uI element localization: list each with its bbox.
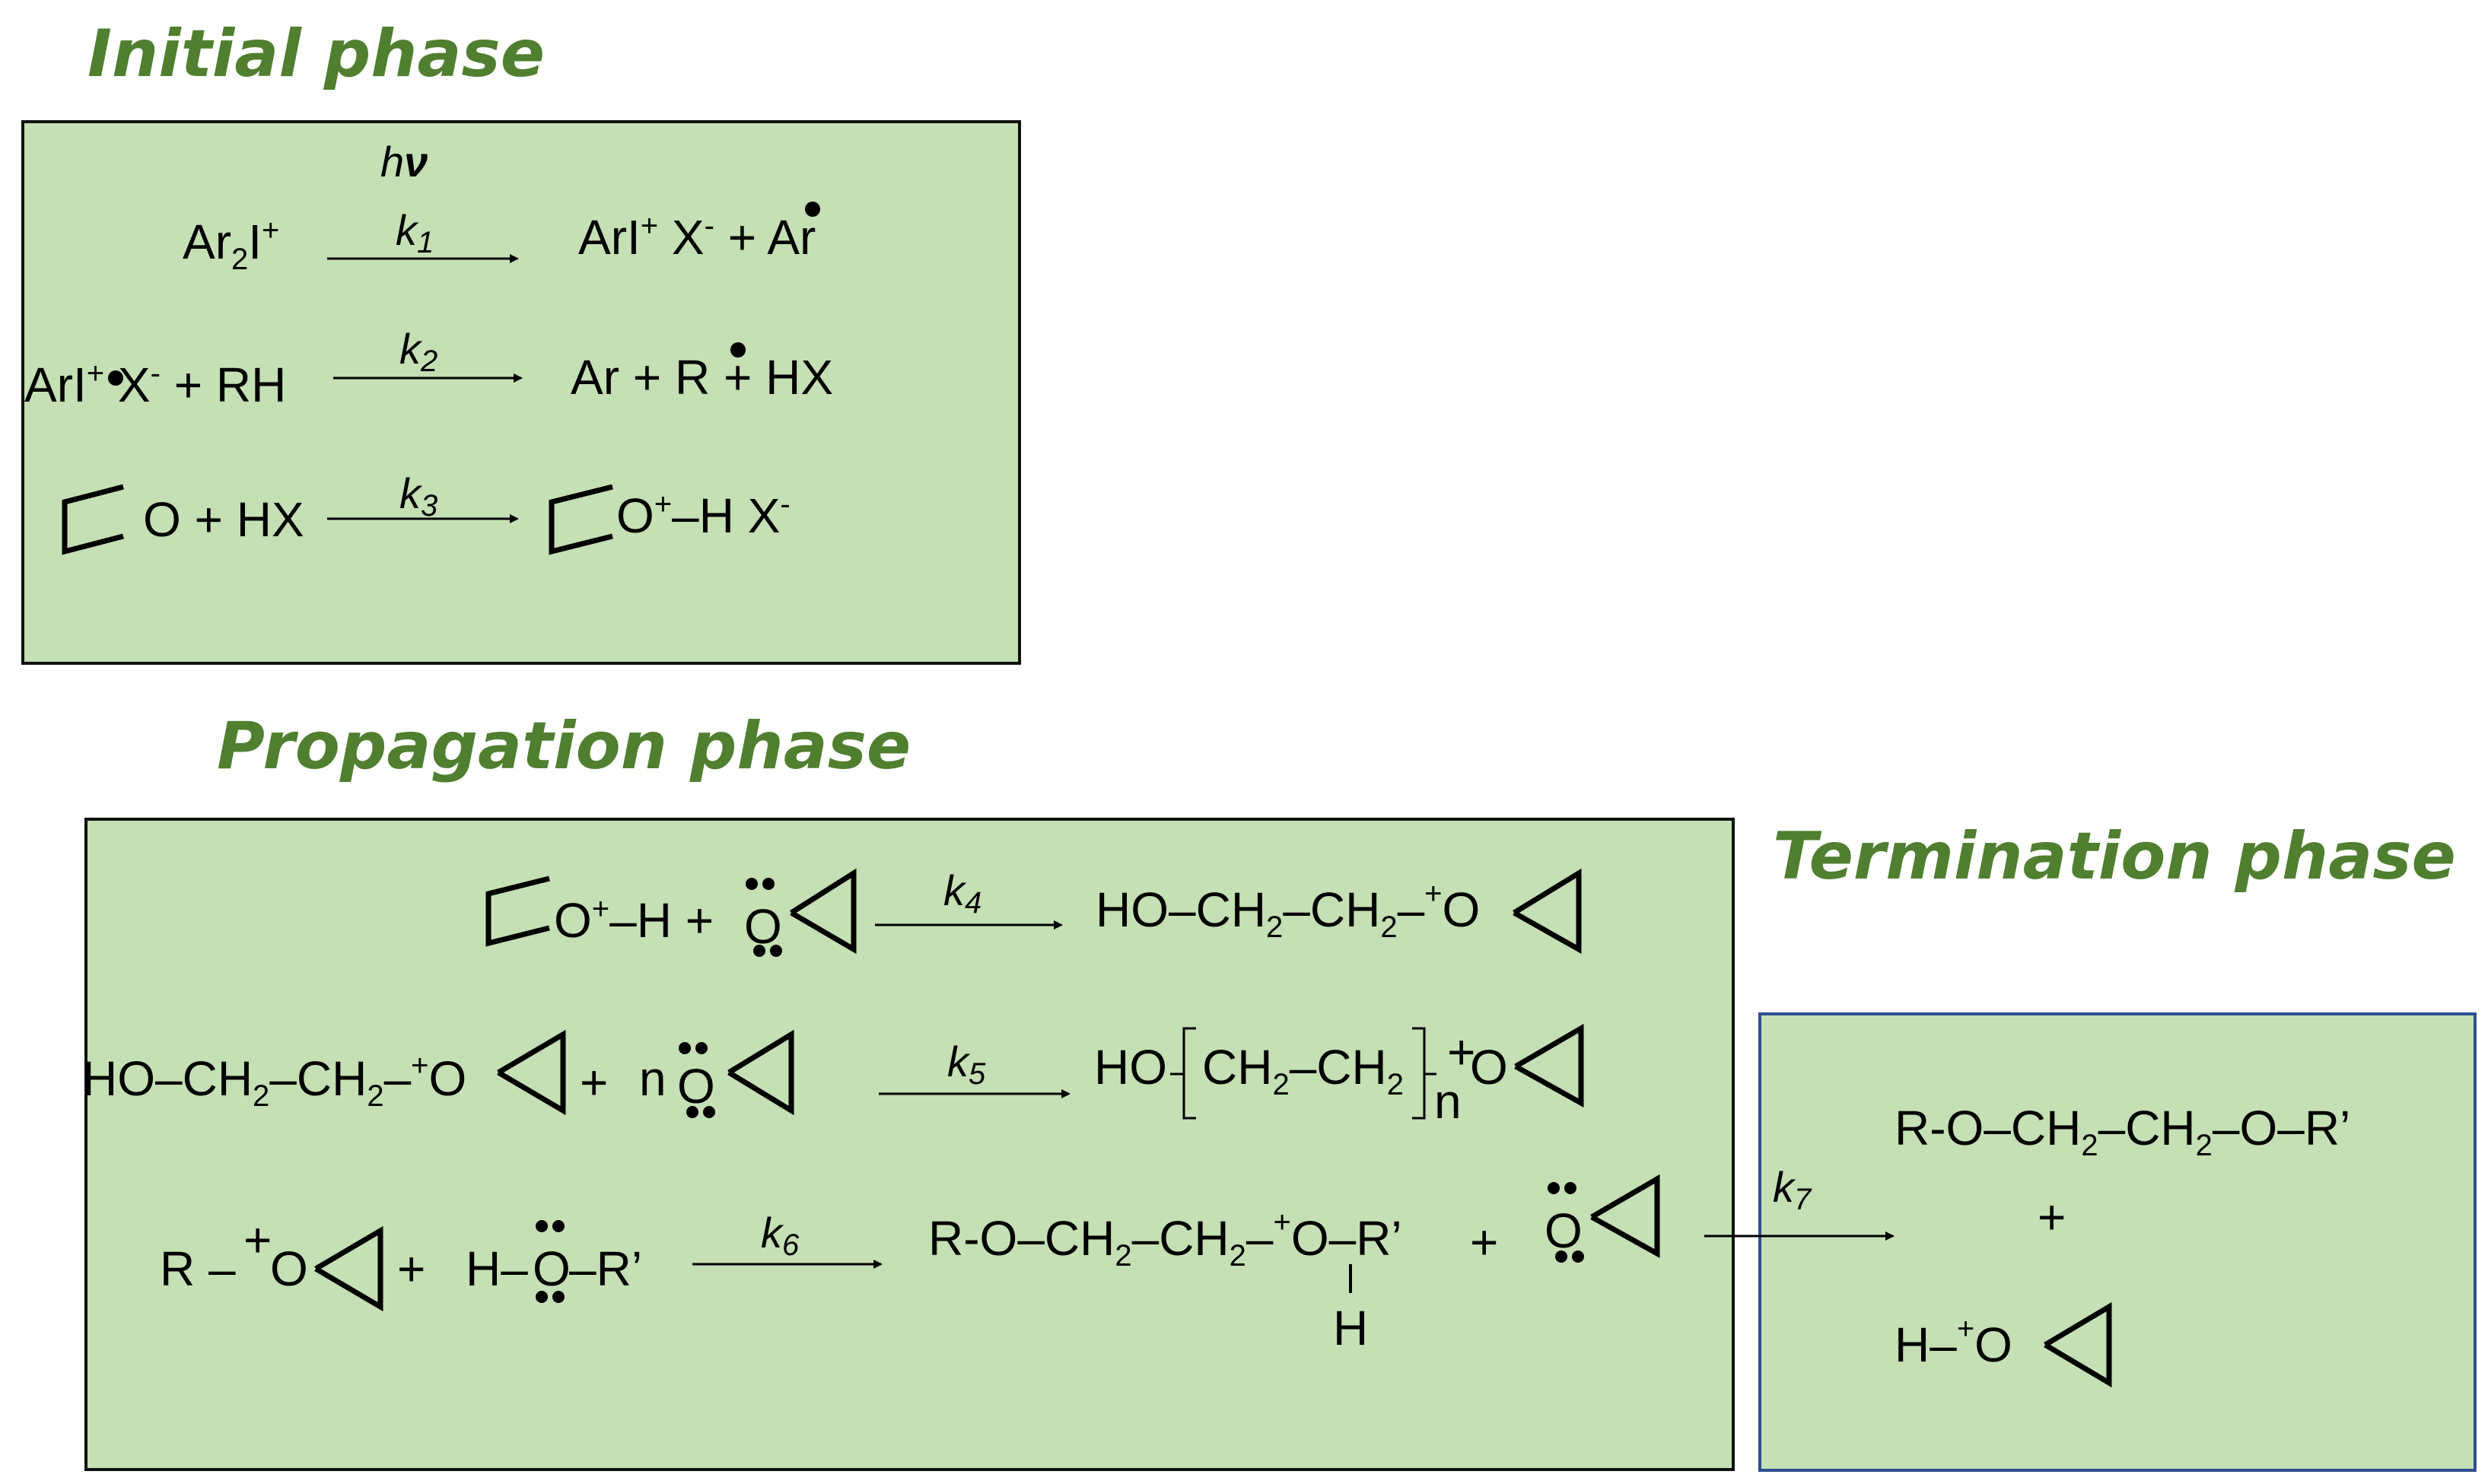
lone-pair-icon — [762, 878, 775, 890]
initial-phase-box — [21, 120, 1021, 665]
epoxide-ring-icon — [314, 1225, 383, 1312]
hv-label: hν — [380, 138, 428, 186]
epoxide-ring-icon — [485, 875, 550, 947]
r4-product: HO–CH2–CH2–+O — [1096, 877, 1480, 944]
r5-product-plus: + — [1447, 1025, 1475, 1079]
lone-pair-icon — [703, 1106, 715, 1118]
r5-reactant: HO–CH2–CH2–+O — [82, 1049, 466, 1113]
lone-pair-icon — [753, 945, 765, 957]
r6-oxygen: O — [270, 1241, 308, 1296]
lone-pair-icon — [552, 1291, 565, 1303]
k7-label: k7 — [1773, 1163, 1812, 1216]
reaction-7: k7 R-O–CH2–CH2–O–R’ + H–+O — [1704, 1101, 2350, 1388]
k1-label: k1 — [396, 206, 434, 259]
r5-plus: + — [580, 1055, 608, 1110]
r1-products: ArI+ X- + Ar — [578, 209, 816, 265]
r4-reactant: O+–H + — [554, 892, 714, 948]
lone-pair-icon — [536, 1220, 548, 1232]
r5-product-n: n — [1434, 1074, 1462, 1129]
termination-phase-box — [1758, 1012, 2477, 1472]
lone-pair-icon — [552, 1220, 565, 1232]
r5-product-ho: HO — [1094, 1040, 1167, 1095]
epoxide-ring-icon — [1590, 1174, 1660, 1258]
lone-pair-icon — [770, 945, 782, 957]
r6-product-join: + — [1470, 1215, 1498, 1270]
termination-join: + — [2038, 1190, 2066, 1244]
r6-plus-charge: + — [243, 1212, 272, 1267]
lone-pair-icon — [536, 1291, 548, 1303]
epoxide-ring-icon — [497, 1029, 566, 1116]
epoxide-ring-icon — [62, 484, 124, 555]
r6-product: R-O–CH2–CH2–+O–R’ — [928, 1206, 1402, 1273]
termination-product-1: R-O–CH2–CH2–O–R’ — [1894, 1101, 2350, 1162]
r6-join: + — [397, 1241, 425, 1296]
radical-dot-icon — [108, 370, 123, 386]
r6-product-h: H — [1333, 1301, 1368, 1355]
epoxide-ring-icon — [727, 1029, 794, 1116]
lone-pair-icon — [746, 878, 758, 890]
r6-epoxide-oxygen: O — [1545, 1203, 1583, 1258]
epoxide-ring-icon — [1514, 1023, 1584, 1107]
termination-phase-title: Termination phase — [1773, 818, 2456, 895]
r2-reactant: ArI+ X- + RH — [24, 357, 286, 412]
r4-epoxide-oxygen: O — [744, 899, 782, 954]
r6-reactant-r: R – — [160, 1241, 236, 1296]
k6-label: k6 — [761, 1209, 800, 1262]
lone-pair-icon — [1564, 1182, 1576, 1194]
reaction-4: O+–H + O k4 HO–CH2–CH2–+O — [485, 866, 1582, 957]
reaction-2: ArI+ X- + RH k2 Ar + R + HX — [24, 325, 833, 412]
r1-reactant: Ar2I+ — [183, 214, 279, 276]
lone-pair-icon — [686, 1106, 698, 1118]
r2-products: Ar + R + HX — [571, 350, 833, 405]
r5-product-o: O — [1470, 1040, 1508, 1095]
radical-dot-icon — [805, 202, 820, 217]
r5-product-chain: CH2–CH2 — [1202, 1040, 1404, 1101]
k5-label: k5 — [947, 1038, 986, 1091]
reaction-3: O + HX k3 O+–H X- — [62, 469, 791, 555]
r6-alcohol-r: –R’ — [569, 1241, 642, 1296]
r5-epoxide-oxygen: O — [677, 1059, 715, 1114]
r3-products: O+–H X- — [616, 488, 791, 543]
propagation-phase-box — [84, 818, 1735, 1471]
k2-label: k2 — [399, 325, 437, 378]
lone-pair-icon — [1548, 1182, 1560, 1194]
epoxide-ring-icon — [2044, 1301, 2112, 1388]
reaction-5: HO–CH2–CH2–+O + n O k5 HO CH2–CH2 n + O — [82, 1023, 1584, 1129]
k4-label: k4 — [943, 866, 981, 920]
epoxide-ring-icon — [790, 868, 857, 955]
radical-dot-icon — [730, 342, 746, 357]
r6-alcohol-o: O — [533, 1241, 571, 1296]
lone-pair-icon — [1555, 1250, 1567, 1263]
termination-product-2: H–+O — [1894, 1312, 2012, 1372]
propagation-phase-title: Propagation phase — [217, 708, 911, 784]
r5-n: n — [639, 1051, 666, 1106]
epoxide-ring-icon — [1513, 868, 1582, 954]
reaction-6: R – + O + H– O –R’ k6 R-O–CH2–CH2–+O–R’ … — [160, 1174, 1660, 1355]
epoxide-ring-icon — [549, 484, 613, 555]
r6-alcohol-h: H– — [466, 1241, 528, 1296]
lone-pair-icon — [695, 1042, 708, 1054]
r3-reactant: O + HX — [143, 492, 304, 547]
reaction-1: Ar2I+ k1 ArI+ X- + Ar — [183, 202, 820, 276]
lone-pair-icon — [679, 1042, 691, 1054]
initial-phase-title: Initial phase — [87, 16, 545, 92]
lone-pair-icon — [1572, 1250, 1584, 1263]
k3-label: k3 — [399, 469, 437, 523]
